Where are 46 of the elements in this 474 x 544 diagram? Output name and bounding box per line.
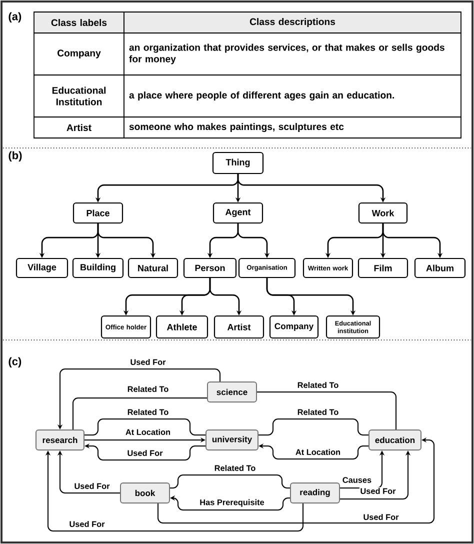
connector-line (84, 418, 206, 436)
panel-label: (c) (8, 357, 22, 368)
class-box: Natural (128, 258, 178, 278)
class-box: Agent (212, 202, 264, 224)
concept-box: reading (290, 482, 340, 504)
concept-box: education (368, 430, 422, 450)
class-box: Film (358, 258, 408, 278)
class-box: Album (414, 258, 466, 278)
edge-label: Related To (296, 408, 340, 416)
connector-line (170, 474, 290, 488)
concept-box: science (207, 382, 257, 402)
edge-label: Used For (359, 487, 397, 495)
concept-box: university (206, 430, 258, 450)
class-box: Work (358, 202, 408, 224)
edge-label: At Location (294, 448, 342, 456)
edge-label: Has Prerequisite (198, 498, 266, 508)
concept-box: book (120, 482, 170, 504)
edge-label: At Location (124, 428, 172, 436)
table-cell: Educational Institution (34, 74, 124, 118)
class-box: Place (72, 202, 124, 224)
edge-label: Used For (73, 482, 111, 490)
edge-label: Related To (126, 408, 170, 416)
class-box: Thing (212, 152, 264, 174)
panel-label: (a) (8, 12, 22, 22)
class-box: Building (72, 258, 124, 278)
edge-label: Related To (214, 464, 256, 472)
concept-box: research (36, 430, 84, 450)
table-header: Class labels (34, 12, 124, 34)
class-box: Company (269, 315, 319, 339)
connector-line (72, 398, 208, 430)
table-cell: Company (34, 32, 124, 76)
table-cell: Artist (34, 116, 124, 138)
edge-label: Used For (126, 449, 164, 457)
edge-label: Related To (296, 381, 340, 389)
edge-label: Used For (362, 513, 400, 521)
class-box: Village (16, 258, 68, 278)
class-box: Person (183, 258, 237, 278)
panel-label: (b) (8, 151, 22, 162)
edge-label: Used For (68, 520, 106, 528)
class-box: Artist (214, 315, 264, 339)
edge-label: Used For (129, 358, 167, 366)
edge-label: Causes (342, 476, 372, 484)
edge-label: Related To (126, 385, 170, 393)
class-box: Athlete (156, 315, 208, 339)
connector-line (258, 418, 369, 436)
connector-line (256, 392, 396, 430)
